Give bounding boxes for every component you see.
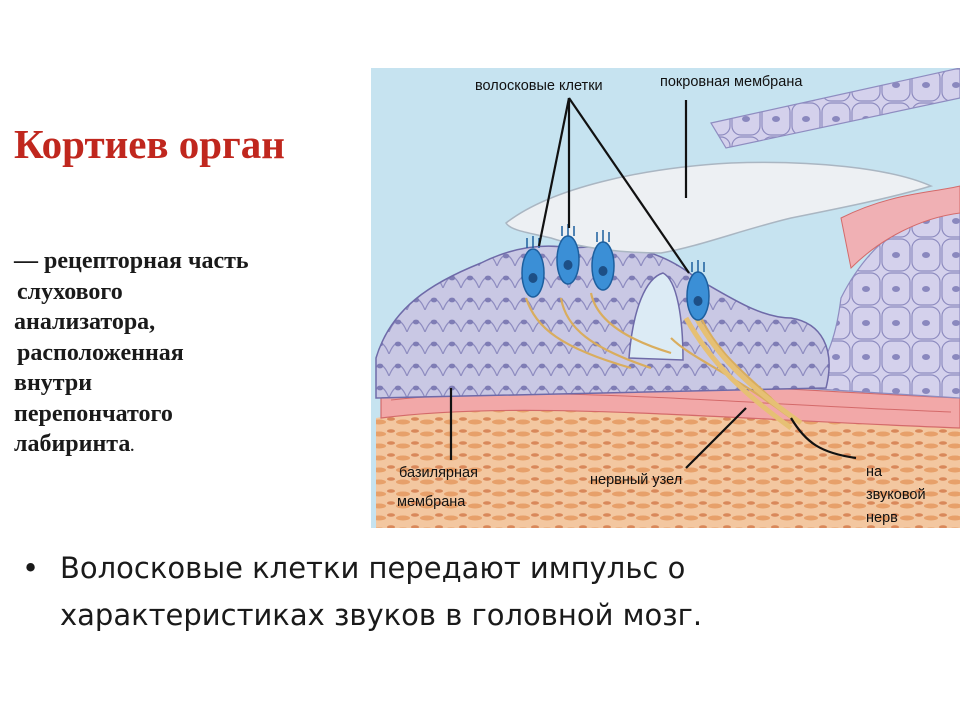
definition-line: расположенная bbox=[17, 339, 184, 366]
hair-cell bbox=[521, 236, 545, 298]
label-to-nerve-line1: на bbox=[866, 464, 883, 480]
label-basilar-membrane-line1: базилярная bbox=[399, 465, 478, 481]
organ-of-corti-illustration bbox=[371, 68, 960, 528]
label-to-nerve-line2: звуковой bbox=[866, 487, 926, 503]
definition-text: — рецепторная часть слухового анализатор… bbox=[14, 246, 364, 463]
hair-cell bbox=[686, 260, 710, 321]
label-hair-cells: волосковые клетки bbox=[475, 78, 603, 94]
connective-tissue bbox=[376, 409, 960, 528]
definition-line: лабиринта. bbox=[14, 429, 364, 463]
definition-line: внутри bbox=[14, 370, 93, 396]
auditory-nerve-bundle bbox=[683, 306, 803, 431]
reissner-membrane bbox=[710, 68, 960, 149]
definition-period: . bbox=[130, 439, 135, 455]
definition-line: — рецепторная часть bbox=[14, 248, 249, 274]
hair-cells-group bbox=[521, 224, 710, 321]
hair-cell bbox=[591, 230, 615, 291]
spiral-ligament bbox=[840, 185, 960, 270]
slide-title: Кортиев орган bbox=[14, 121, 285, 167]
definition-line: слухового bbox=[17, 278, 123, 305]
definition-last-word: лабиринта bbox=[14, 431, 131, 457]
leader-lines bbox=[449, 97, 857, 469]
bullet-marker: • bbox=[22, 551, 40, 585]
label-nerve-ganglion: нервный узел bbox=[590, 472, 683, 488]
definition-line: анализатора, bbox=[14, 309, 156, 335]
bullet-text: Волосковые клетки передают импульс о хар… bbox=[60, 551, 703, 632]
hair-cell bbox=[556, 224, 580, 285]
definition-line: перепончатого bbox=[14, 400, 173, 427]
label-tectorial-membrane: покровная мембрана bbox=[660, 74, 803, 90]
tunnel-of-corti bbox=[628, 272, 684, 361]
organ-of-corti-diagram: волосковые клетки покровная мембрана баз… bbox=[371, 68, 960, 528]
label-basilar-membrane-line2: мембрана bbox=[397, 494, 466, 510]
outer-supporting-cells bbox=[799, 197, 960, 399]
label-to-nerve-line3: нерв bbox=[866, 510, 898, 526]
